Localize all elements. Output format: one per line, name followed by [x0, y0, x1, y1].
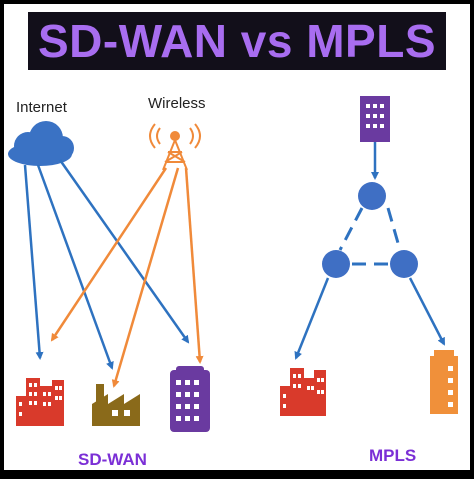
mpls-network [294, 142, 446, 360]
mpls-tower-building-icon [430, 350, 458, 414]
mpls-source-building-icon [360, 96, 390, 142]
page-title: SD-WAN vs MPLS [37, 15, 437, 67]
mpls-dashed-link [338, 207, 364, 251]
internet-to-factory-link [36, 164, 114, 370]
wireless-to-factory-link [111, 167, 180, 388]
wireless-links [50, 167, 204, 388]
network-node-icon [322, 250, 350, 278]
internet-to-hq-link [58, 159, 190, 344]
mpls-label: MPLS [369, 446, 417, 465]
title-banner: SD-WAN vs MPLS [28, 12, 446, 70]
mpls-to-tower-link [408, 277, 446, 346]
internet-to-office-link [23, 164, 44, 360]
mpls-dashed-link [386, 207, 402, 251]
mpls-to-office-link [294, 277, 330, 360]
wireless-label: Wireless [148, 95, 206, 112]
sdwan-label: SD-WAN [78, 450, 147, 469]
network-node-icon [358, 182, 386, 210]
radio-tower-icon [149, 123, 201, 171]
wireless-to-hq-link [184, 167, 204, 364]
mpls-office-building-icon [280, 368, 326, 416]
office-building-icon [16, 378, 64, 426]
hq-building-icon [170, 366, 210, 432]
wireless-to-office-link [50, 167, 168, 342]
cloud-icon [8, 121, 74, 166]
network-node-icon [390, 250, 418, 278]
internet-label: Internet [16, 99, 67, 116]
internet-links [23, 159, 190, 370]
factory-icon [92, 384, 140, 426]
white-panel [4, 4, 470, 470]
